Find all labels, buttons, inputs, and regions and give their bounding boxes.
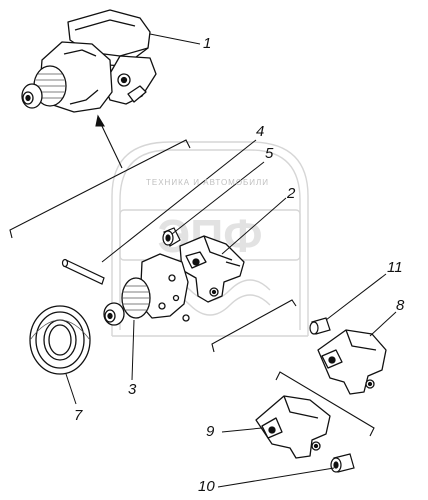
- label-1: 1: [203, 35, 212, 52]
- label-7: 7: [74, 407, 83, 424]
- label-8: 8: [396, 297, 405, 314]
- leader-3: [131, 319, 135, 381]
- part-1-housing-assembly: [21, 9, 157, 113]
- part-9-lever: [255, 395, 331, 459]
- part-2-lever-housing: [179, 235, 245, 303]
- label-9: 9: [206, 423, 215, 440]
- part-7-bearing: [29, 305, 91, 375]
- exploded-group-bracket: [9, 139, 191, 239]
- part-5-bushing: [162, 227, 181, 247]
- leader-2: [221, 197, 287, 255]
- right-group-bracket: [275, 371, 375, 437]
- center-group-bracket: [211, 299, 297, 353]
- assembly-arrow: [95, 114, 123, 169]
- label-11: 11: [387, 259, 403, 276]
- label-3: 3: [128, 381, 137, 398]
- leader-5: [171, 161, 265, 235]
- part-4-pin: [61, 258, 105, 285]
- leader-lines: [65, 33, 397, 488]
- part-11-bushing: [309, 317, 331, 335]
- leader-11: [325, 273, 387, 321]
- label-5: 5: [265, 145, 274, 162]
- part-3-drive-gear: [103, 253, 190, 326]
- label-2: 2: [287, 185, 296, 202]
- leader-1: [149, 33, 201, 45]
- part-10-bushing: [330, 453, 355, 473]
- leader-4: [101, 139, 257, 263]
- leader-7: [65, 373, 77, 405]
- label-10: 10: [198, 478, 215, 495]
- watermark-caption: ТЕХНИКА И АВТОМОБИЛИ: [146, 178, 270, 187]
- label-4: 4: [256, 123, 265, 140]
- part-8-lever: [317, 329, 387, 395]
- leader-9: [221, 427, 263, 433]
- leader-8: [369, 311, 397, 337]
- leader-10: [217, 467, 335, 488]
